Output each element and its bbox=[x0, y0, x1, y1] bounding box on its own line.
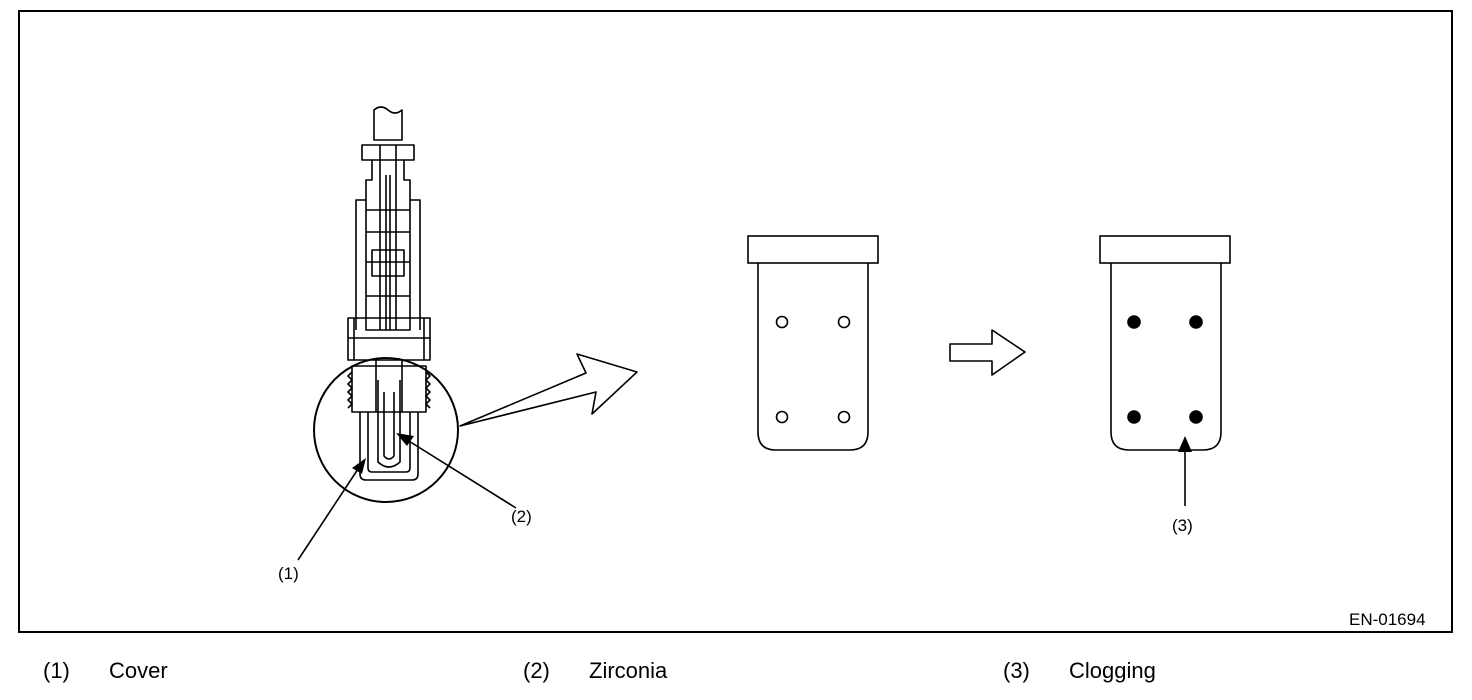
callout-arrow-3 bbox=[1178, 436, 1192, 506]
enlarge-arrow-icon bbox=[459, 353, 638, 427]
callout-label-3: (3) bbox=[1172, 516, 1193, 535]
cover-clogged bbox=[1099, 235, 1231, 451]
legend-item-2: (2) Zirconia bbox=[523, 658, 667, 684]
legend-item-3: (3) Clogging bbox=[1003, 658, 1156, 684]
legend-label: Cover bbox=[109, 658, 168, 683]
sensor-diagram: (1) (2) (3) EN-01694 bbox=[18, 10, 1453, 633]
callout-label-1: (1) bbox=[278, 564, 299, 583]
legend-label: Zirconia bbox=[589, 658, 668, 683]
diagram-frame bbox=[18, 10, 1453, 633]
callout-label-2: (2) bbox=[511, 507, 532, 526]
legend-num: (2) bbox=[523, 658, 550, 683]
magnify-circle bbox=[313, 357, 459, 503]
legend-item-1: (1) Cover bbox=[43, 658, 168, 684]
callout-arrow-2 bbox=[396, 433, 517, 509]
legend-num: (3) bbox=[1003, 658, 1030, 683]
legend: (1) Cover (2) Zirconia (3) Clogging bbox=[0, 658, 1472, 692]
right-arrow-icon bbox=[949, 329, 1026, 376]
oxygen-sensor-drawing bbox=[347, 106, 431, 481]
figure-id: EN-01694 bbox=[1349, 610, 1426, 629]
legend-label: Clogging bbox=[1069, 658, 1156, 683]
cover-normal bbox=[747, 235, 879, 451]
callout-arrow-1 bbox=[297, 458, 366, 561]
legend-num: (1) bbox=[43, 658, 70, 683]
